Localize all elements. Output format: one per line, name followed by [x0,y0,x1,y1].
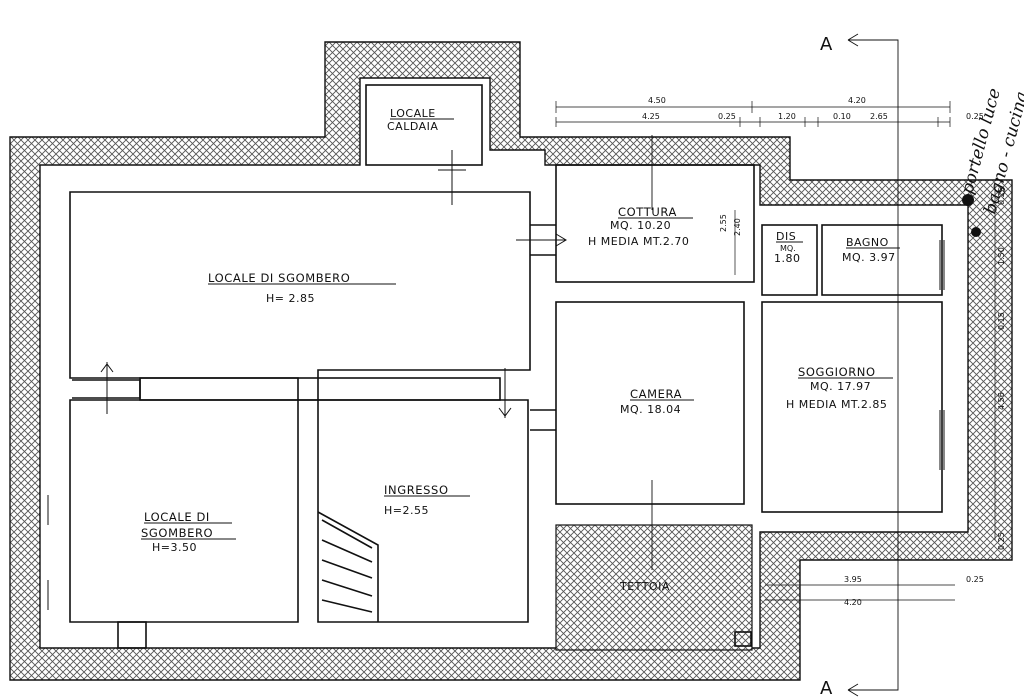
cottura-name: COTTURA [618,205,677,219]
bagno-name: BAGNO [846,236,889,249]
tettoia-area [555,524,753,651]
dis-unit: MQ. [780,244,796,253]
dim-bottom1-0: 3.95 [844,575,862,584]
dim-top2-0: 4.25 [642,112,660,121]
dim-right-4: 0.25 [997,532,1006,550]
dim-top1-1: 4.20 [848,96,866,105]
dimension-texts: 4.50 4.20 4.25 0.25 1.20 0.10 2.65 0.25 … [642,96,1006,607]
note-dot-2 [971,227,981,237]
sgombero-bottom-line2: SGOMBERO [141,526,213,540]
room-labels: LOCALE CALDAIA LOCALE DI SGOMBERO H= 2.8… [141,107,896,593]
sgombero-top-name: LOCALE DI SGOMBERO [208,271,350,285]
label-underlines [141,118,900,540]
sgombero-bottom-line1: LOCALE DI [144,510,210,524]
camera-name: CAMERA [630,387,682,401]
ingresso-name: INGRESSO [384,483,449,497]
dim-right-3: 4.56 [997,392,1006,410]
cottura-area: MQ. 10.20 [610,219,671,232]
dim-cottura-0: 2.55 [719,214,728,232]
cottura-height: H MEDIA MT.2.70 [588,235,689,248]
dim-right-1: 1.50 [997,247,1006,265]
dim-top2-3: 0.10 [833,112,851,121]
dim-bottom2-0: 4.20 [844,598,862,607]
sgombero-top-height: H= 2.85 [266,292,315,305]
ingresso-height: H=2.55 [384,504,429,517]
dim-top2-2: 1.20 [778,112,796,121]
dim-top2-5: 0.25 [966,112,984,121]
caldaia-line1: LOCALE [390,107,436,120]
interior-walls [69,84,943,649]
dimension-lines [555,101,996,601]
section-label-top: A [820,34,833,55]
dis-name: DIS [776,230,796,243]
camera-area: MQ. 18.04 [620,403,681,416]
soggiorno-area: MQ. 17.97 [810,380,871,393]
soggiorno-name: SOGGIORNO [798,365,876,379]
dim-top1-0: 4.50 [648,96,666,105]
sgombero-bottom-height: H=3.50 [152,541,197,554]
openings [47,150,945,610]
caldaia-line2: CALDAIA [387,120,438,133]
outer-wall [9,41,1013,681]
tettoia-name: TETTOIA [619,580,670,593]
dim-right-2: 0.15 [997,312,1006,330]
dim-top2-1: 0.25 [718,112,736,121]
section-line [651,33,899,697]
note-dot [962,194,974,206]
dis-value: 1.80 [774,252,801,265]
dim-top2-4: 2.65 [870,112,888,121]
dim-cottura-1: 2.40 [733,218,742,236]
dim-bottom1-1: 0.25 [966,575,984,584]
soggiorno-height: H MEDIA MT.2.85 [786,398,887,411]
dim-right-0: 0.25 [997,187,1006,205]
section-label-bottom: A [820,678,833,699]
bagno-area: MQ. 3.97 [842,251,896,264]
